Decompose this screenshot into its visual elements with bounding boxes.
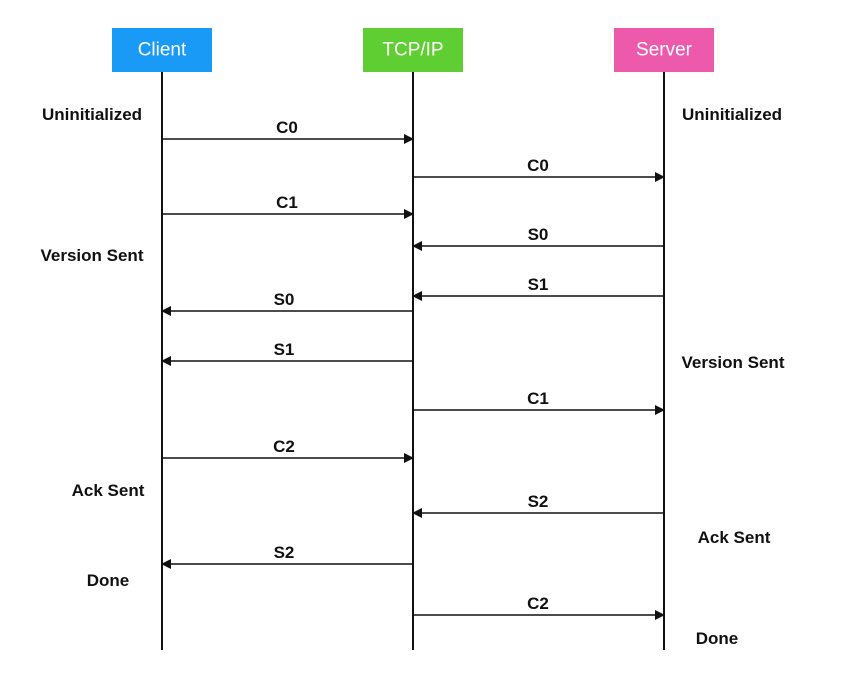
participant-client-box: [112, 28, 212, 72]
participant-tcpip-box: [363, 28, 463, 72]
client-state-label: Ack Sent: [72, 481, 145, 500]
message: C0: [413, 156, 665, 182]
message: C1: [413, 389, 665, 415]
message-label: C2: [527, 594, 549, 613]
server-state-label: Ack Sent: [698, 528, 771, 547]
message-label: S2: [528, 492, 549, 511]
server-state-label: Done: [696, 629, 739, 648]
message: S2: [412, 492, 664, 518]
message-label: C1: [527, 389, 549, 408]
message: S2: [161, 543, 413, 569]
message-label: C0: [276, 118, 298, 137]
participant-server: Server: [614, 28, 714, 72]
participant-client-label: Client: [138, 40, 187, 61]
message: C1: [162, 193, 414, 219]
messages: C0 C0 C1 S0 S1 S0 S1: [161, 118, 665, 620]
server-state-label: Uninitialized: [682, 105, 782, 124]
message: C0: [162, 118, 414, 144]
client-state-label: Version Sent: [41, 246, 144, 265]
message-label: S1: [274, 340, 295, 359]
server-states: Uninitialized Version Sent Ack Sent Done: [682, 105, 785, 648]
message-label: C2: [273, 437, 295, 456]
participant-server-label: Server: [636, 40, 693, 61]
message-label: S0: [274, 290, 295, 309]
message-label: C1: [276, 193, 298, 212]
participant-server-box: [614, 28, 714, 72]
message: S0: [412, 225, 664, 251]
client-states: Uninitialized Version Sent Ack Sent Done: [41, 105, 145, 590]
message: C2: [162, 437, 414, 463]
message-label: S2: [274, 543, 295, 562]
message-label: S0: [528, 225, 549, 244]
message: S0: [161, 290, 413, 316]
message: S1: [161, 340, 413, 366]
participant-tcpip-label: TCP/IP: [382, 40, 443, 61]
server-state-label: Version Sent: [682, 353, 785, 372]
client-state-label: Done: [87, 571, 130, 590]
message-label: C0: [527, 156, 549, 175]
participant-tcpip: TCP/IP: [363, 28, 463, 72]
participant-client: Client: [112, 28, 212, 72]
message-label: S1: [528, 275, 549, 294]
message: C2: [413, 594, 665, 620]
client-state-label: Uninitialized: [42, 105, 142, 124]
message: S1: [412, 275, 664, 301]
